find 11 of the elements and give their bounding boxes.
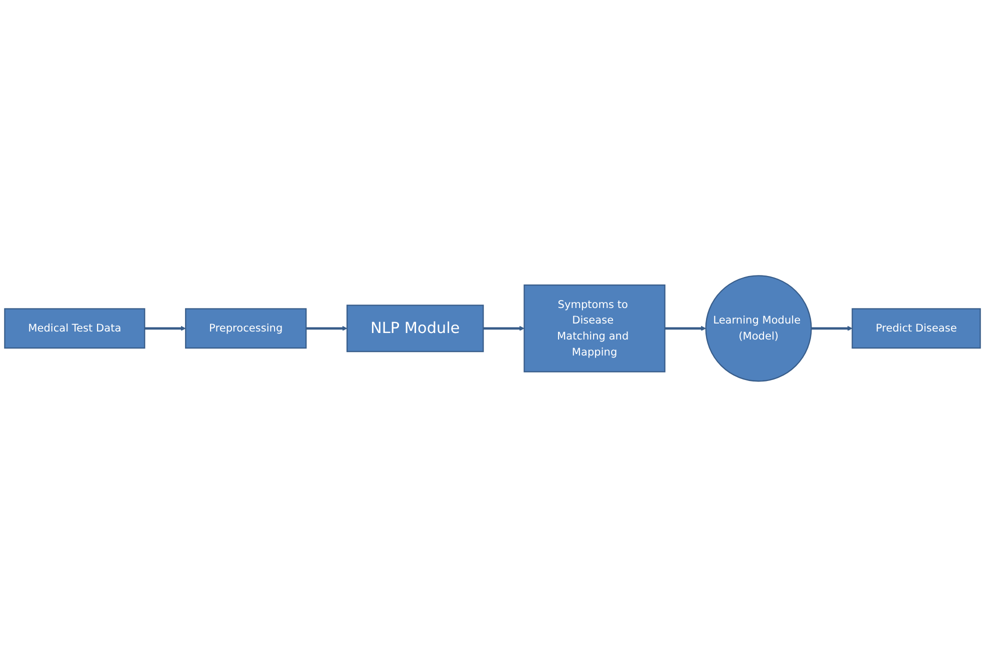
arrow <box>811 326 852 332</box>
node-box: Symptoms to Disease Matching and Mapping <box>524 284 666 372</box>
node-box: Predict Disease <box>852 308 981 349</box>
arrow <box>144 326 186 332</box>
node-box: Medical Test Data <box>4 308 146 349</box>
node-box: NLP Module <box>346 304 484 352</box>
node-circle: Learning Module (Model) <box>705 275 812 382</box>
node-box: Preprocessing <box>185 308 307 349</box>
arrow <box>664 326 706 332</box>
arrow <box>483 326 524 332</box>
arrow <box>306 326 348 332</box>
